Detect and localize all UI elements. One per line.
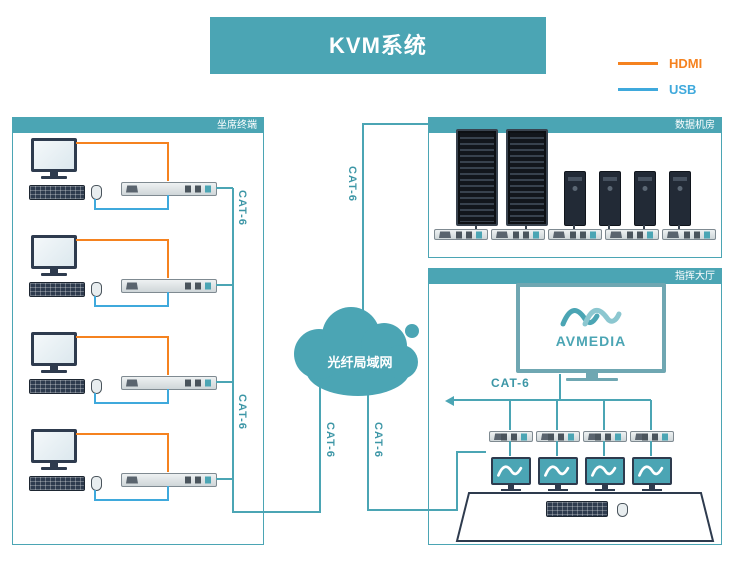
workstation-4 <box>29 429 241 511</box>
tower-pc-icon <box>634 171 656 226</box>
monitor-stand <box>50 269 58 273</box>
tower-pc-icon <box>599 171 621 226</box>
keyboard-icon <box>29 379 85 394</box>
monitor-icon <box>31 235 77 269</box>
keyboard-icon <box>29 185 85 200</box>
workstation-2 <box>29 235 241 317</box>
hdmi-line-icon <box>618 61 658 65</box>
extender-device <box>121 279 217 293</box>
mouse-icon <box>91 476 102 491</box>
bus-arrow-icon <box>445 396 454 406</box>
keyboard-icon <box>29 476 85 491</box>
avmedia-logo-wave-icon <box>560 308 622 327</box>
legend-label-hdmi: HDMI <box>669 55 703 71</box>
mini-wave-icon <box>638 465 664 477</box>
operator-monitor <box>585 457 625 485</box>
monitor-stand <box>602 485 608 489</box>
extender-device <box>630 431 674 442</box>
monitor-stand <box>649 485 655 489</box>
legend-item-usb: USB <box>618 76 730 102</box>
server-rack-icon <box>506 129 548 226</box>
desk-icon <box>455 492 715 542</box>
mouse-icon <box>617 503 628 517</box>
tower-pc-icon <box>669 171 691 226</box>
extender-device <box>121 182 217 196</box>
wall-display: AVMEDIA <box>516 283 666 373</box>
display-stand <box>586 373 598 378</box>
monitor-base <box>41 370 67 373</box>
extender-device <box>489 431 533 442</box>
legend-label-usb: USB <box>669 81 697 97</box>
mouse-icon <box>91 282 102 297</box>
cat6-label-cloud-left: CAT-6 <box>324 422 336 458</box>
monitor-icon <box>31 332 77 366</box>
workstation-3 <box>29 332 241 414</box>
cat6-label-commandhall: CAT-6 <box>491 376 530 390</box>
seats-panel-header: 坐席终端 <box>13 118 263 133</box>
extender-device <box>121 473 217 487</box>
workstation-1 <box>29 138 241 220</box>
keyboard-icon <box>29 282 85 297</box>
datacenter-panel: 数据机房 <box>428 117 722 258</box>
monitor-stand <box>50 366 58 370</box>
monitor-base <box>501 489 521 491</box>
operator-monitor <box>538 457 578 485</box>
extender-device <box>548 229 602 240</box>
monitor-stand <box>555 485 561 489</box>
usb-line-icon <box>618 87 658 91</box>
extender-device <box>121 376 217 390</box>
monitor-base <box>41 176 67 179</box>
seats-panel: 坐席终端 <box>12 117 264 545</box>
server-rack-icon <box>456 129 498 226</box>
page-title: KVM系统 <box>210 17 546 74</box>
cat6-label-seats-upper: CAT-6 <box>236 190 248 226</box>
extender-device <box>583 431 627 442</box>
extender-device <box>491 229 545 240</box>
monitor-icon <box>31 429 77 463</box>
monitor-base <box>548 489 568 491</box>
datacenter-panel-header: 数据机房 <box>429 118 721 133</box>
legend-item-hdmi: HDMI <box>618 50 730 76</box>
monitor-base <box>642 489 662 491</box>
avmedia-logo-text: AVMEDIA <box>555 333 627 349</box>
display-base <box>566 378 618 381</box>
monitor-icon <box>31 138 77 172</box>
command-panel: 指挥大厅 AVMEDIA CAT-6 <box>428 268 722 545</box>
extender-device <box>662 229 716 240</box>
mouse-icon <box>91 185 102 200</box>
monitor-stand <box>50 463 58 467</box>
monitor-stand <box>508 485 514 489</box>
cat6-label-datacenter-link: CAT-6 <box>346 166 358 202</box>
monitor-base <box>41 467 67 470</box>
fiber-cloud-label: 光纤局域网 <box>327 355 393 370</box>
keyboard-icon <box>546 501 608 517</box>
operator-monitor <box>632 457 672 485</box>
extender-device <box>434 229 488 240</box>
cat6-label-cloud-right: CAT-6 <box>372 422 384 458</box>
tower-pc-icon <box>564 171 586 226</box>
extender-device <box>605 229 659 240</box>
mini-wave-icon <box>591 465 617 477</box>
operator-monitor <box>491 457 531 485</box>
mini-wave-icon <box>544 465 570 477</box>
mini-wave-icon <box>497 465 523 477</box>
legend: HDMI USB <box>618 50 730 102</box>
monitor-base <box>41 273 67 276</box>
command-panel-header: 指挥大厅 <box>429 269 721 284</box>
monitor-base <box>595 489 615 491</box>
monitor-stand <box>50 172 58 176</box>
mouse-icon <box>91 379 102 394</box>
extender-device <box>536 431 580 442</box>
cat6-label-seats-lower: CAT-6 <box>236 394 248 430</box>
